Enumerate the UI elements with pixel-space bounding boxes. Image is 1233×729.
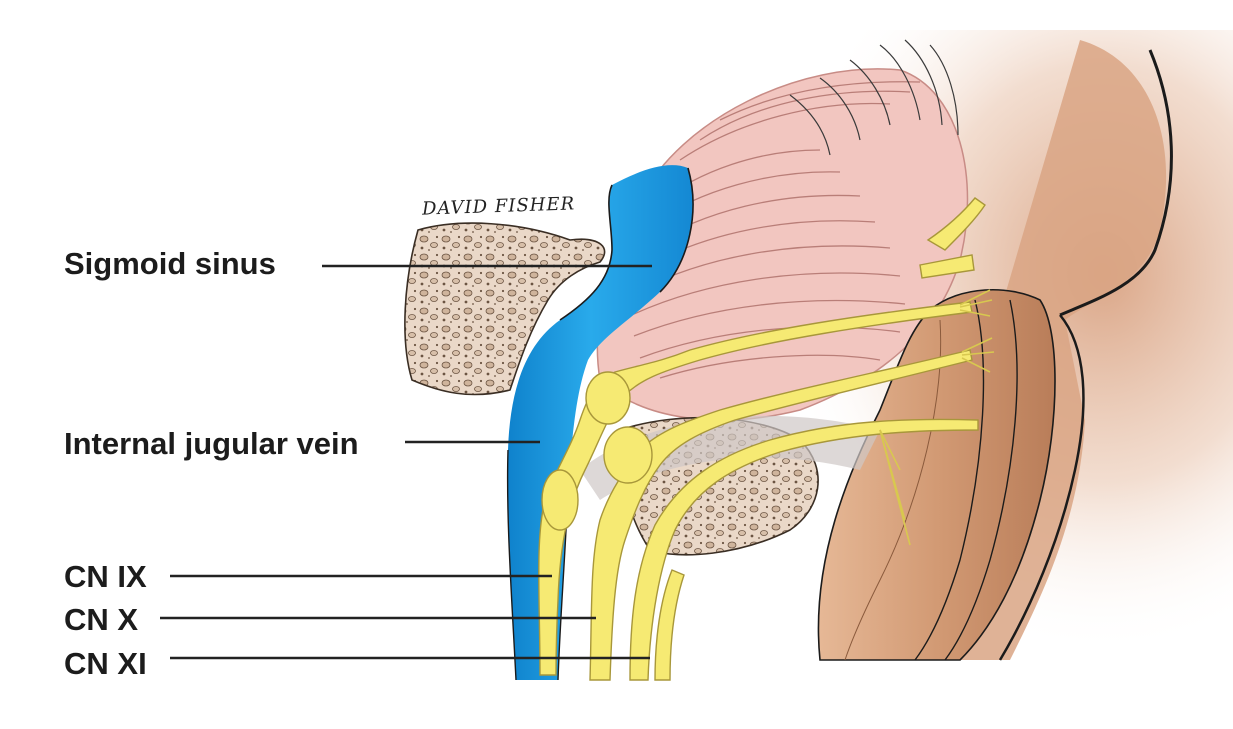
- cerebellum: [596, 39, 969, 421]
- medulla: [817, 288, 1056, 661]
- cranial-nerves: [538, 197, 995, 681]
- leader-lines: [160, 264, 652, 660]
- label-internal-jugular-vein: Internal jugular vein: [64, 426, 359, 461]
- label-cn-x: CN X: [64, 602, 139, 637]
- label-cn-xi: CN XI: [64, 646, 147, 681]
- label-cn-ix: CN IX: [64, 559, 147, 594]
- label-sigmoid-sinus: Sigmoid sinus: [64, 246, 276, 281]
